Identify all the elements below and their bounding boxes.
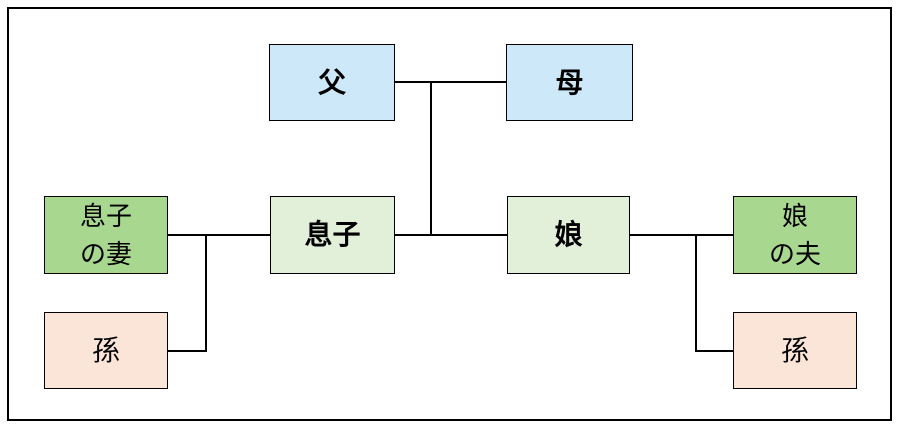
- node-daughter: 娘: [507, 196, 630, 274]
- node-grandchild-left: 孫: [44, 312, 168, 389]
- connector-son-couple-to-grandchild-drop: [205, 234, 207, 352]
- connector-daughter-couple-to-grandchild-drop: [695, 234, 697, 352]
- node-daughters-husband: 娘 の夫: [733, 196, 857, 274]
- node-father: 父: [269, 44, 395, 121]
- connector-sonwife-son: [168, 234, 270, 236]
- connector-daughter-husband: [630, 234, 733, 236]
- connector-parents-to-children-drop: [430, 81, 432, 236]
- node-son: 息子: [270, 196, 395, 274]
- node-grandchild-right: 孫: [733, 312, 857, 389]
- node-mother: 母: [506, 44, 633, 121]
- connector-father-mother: [395, 81, 506, 83]
- node-sons-wife: 息子 の妻: [44, 196, 168, 274]
- connector-to-grandchild-left: [168, 350, 207, 352]
- connector-son-daughter: [395, 234, 507, 236]
- connector-to-grandchild-right: [695, 350, 735, 352]
